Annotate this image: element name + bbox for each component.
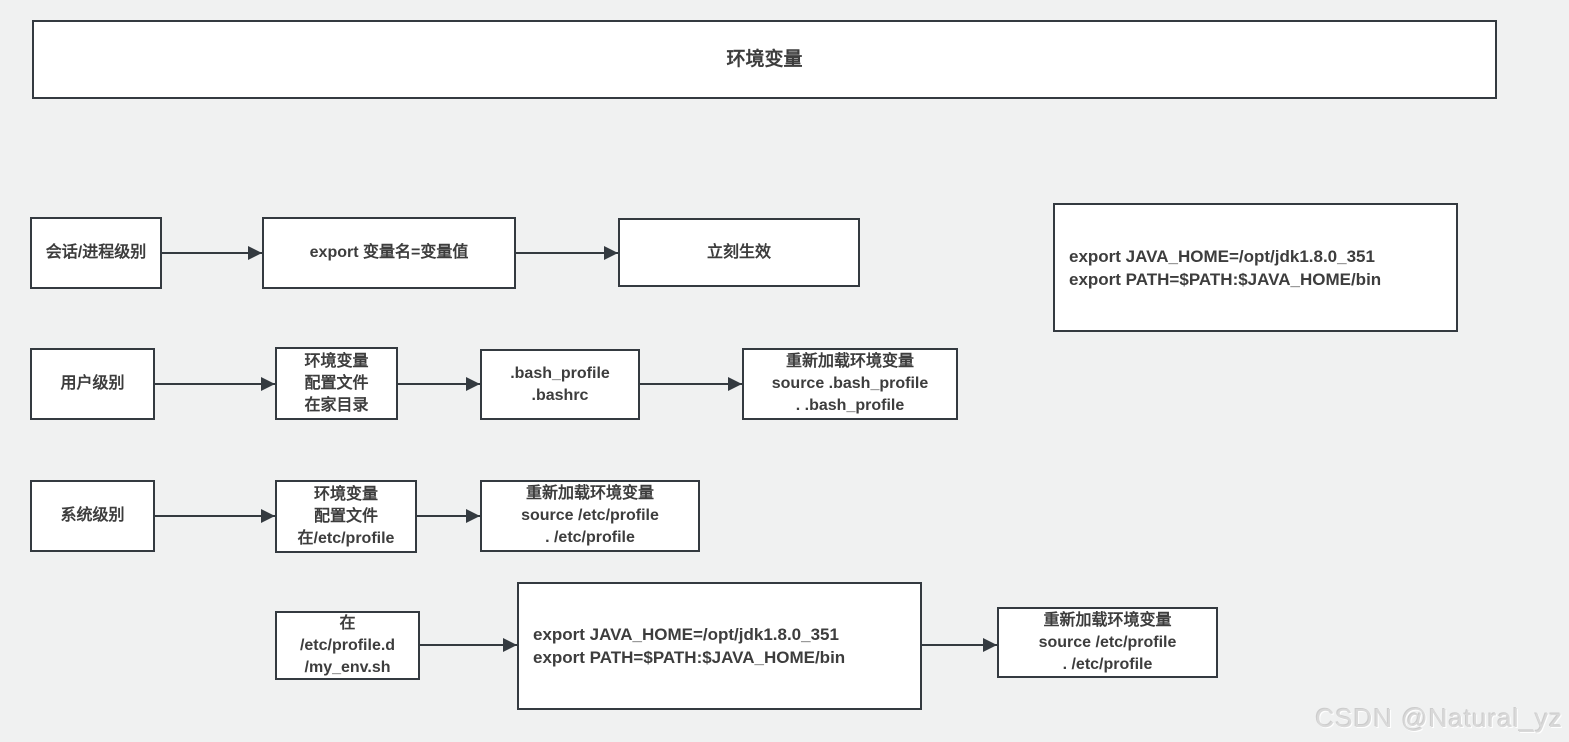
node-profiled-reload-line1: 重新加载环境变量 — [1043, 611, 1172, 629]
arrow-sysconfig-to-reload — [417, 515, 480, 517]
node-profiled-reload: 重新加载环境变量 source /etc/profile . /etc/prof… — [997, 607, 1218, 678]
arrow-files-to-reload — [640, 383, 742, 385]
node-system-reload-line1: 重新加载环境变量 — [525, 485, 654, 502]
node-export-syntax-label: export 变量名=变量值 — [309, 244, 469, 261]
node-user-files-line2: .bashrc — [531, 386, 589, 404]
node-export-syntax: export 变量名=变量值 — [262, 217, 516, 289]
node-user-reload-line2: source .bash_profile — [771, 375, 929, 392]
node-profiled-export: export JAVA_HOME=/opt/jdk1.8.0_351 expor… — [517, 582, 922, 710]
node-user-level-label: 用户级别 — [60, 375, 125, 392]
node-system-level-label: 系统级别 — [60, 507, 125, 524]
node-user-reload-line1: 重新加载环境变量 — [785, 353, 914, 370]
node-system-reload: 重新加载环境变量 source /etc/profile . /etc/prof… — [480, 480, 700, 552]
node-profiled-reload-line2: source /etc/profile — [1038, 633, 1177, 651]
arrow-export-to-effect — [516, 252, 618, 254]
node-take-effect-label: 立刻生效 — [706, 243, 771, 261]
node-profiled-export-line2: export PATH=$PATH:$JAVA_HOME/bin — [533, 648, 846, 667]
node-user-reload: 重新加载环境变量 source .bash_profile . .bash_pr… — [742, 348, 958, 420]
arrow-export-to-reload — [922, 644, 997, 646]
node-user-files-line1: .bash_profile — [510, 364, 610, 382]
node-session-example-line2: export PATH=$PATH:$JAVA_HOME/bin — [1069, 269, 1382, 289]
arrow-system-to-config — [155, 515, 275, 517]
node-system-config-line2: 配置文件 — [313, 507, 378, 525]
node-profiled-location-line3: /my_env.sh — [304, 658, 391, 676]
node-user-config-line1: 环境变量 — [304, 352, 369, 370]
arrow-user-to-config — [155, 383, 275, 385]
node-profiled-export-line1: export JAVA_HOME=/opt/jdk1.8.0_351 — [533, 625, 839, 644]
csdn-watermark: CSDN @Natural_yz — [1315, 703, 1563, 733]
node-profiled-location-line2: /etc/profile.d — [299, 636, 396, 654]
node-session-example: export JAVA_HOME=/opt/jdk1.8.0_351 expor… — [1053, 203, 1458, 332]
node-session-example-line1: export JAVA_HOME=/opt/jdk1.8.0_351 — [1069, 246, 1375, 266]
node-user-config: 环境变量 配置文件 在家目录 — [275, 347, 398, 420]
node-profiled-location-line1: 在 — [339, 614, 356, 632]
arrow-location-to-export — [420, 644, 517, 646]
node-take-effect: 立刻生效 — [618, 218, 860, 287]
node-profiled-reload-line3: . /etc/profile — [1062, 655, 1153, 673]
node-system-reload-line3: . /etc/profile — [545, 529, 635, 546]
node-system-config: 环境变量 配置文件 在/etc/profile — [275, 480, 417, 553]
node-title: 环境变量 — [32, 20, 1497, 99]
arrow-session-to-export — [162, 252, 262, 254]
node-system-config-line1: 环境变量 — [313, 485, 378, 503]
node-user-reload-line3: . .bash_profile — [795, 397, 905, 414]
node-session-level: 会话/进程级别 — [30, 217, 162, 289]
node-system-level: 系统级别 — [30, 480, 155, 552]
node-user-config-line2: 配置文件 — [304, 374, 369, 392]
node-system-reload-line2: source /etc/profile — [521, 507, 659, 524]
node-session-level-label: 会话/进程级别 — [45, 244, 147, 261]
node-profiled-location: 在 /etc/profile.d /my_env.sh — [275, 611, 420, 680]
arrow-config-to-files — [398, 383, 480, 385]
node-system-config-line3: 在/etc/profile — [297, 529, 395, 547]
node-user-config-line3: 在家目录 — [304, 396, 369, 414]
node-title-label: 环境变量 — [726, 48, 803, 70]
node-user-level: 用户级别 — [30, 348, 155, 420]
node-user-files: .bash_profile .bashrc — [480, 349, 640, 420]
